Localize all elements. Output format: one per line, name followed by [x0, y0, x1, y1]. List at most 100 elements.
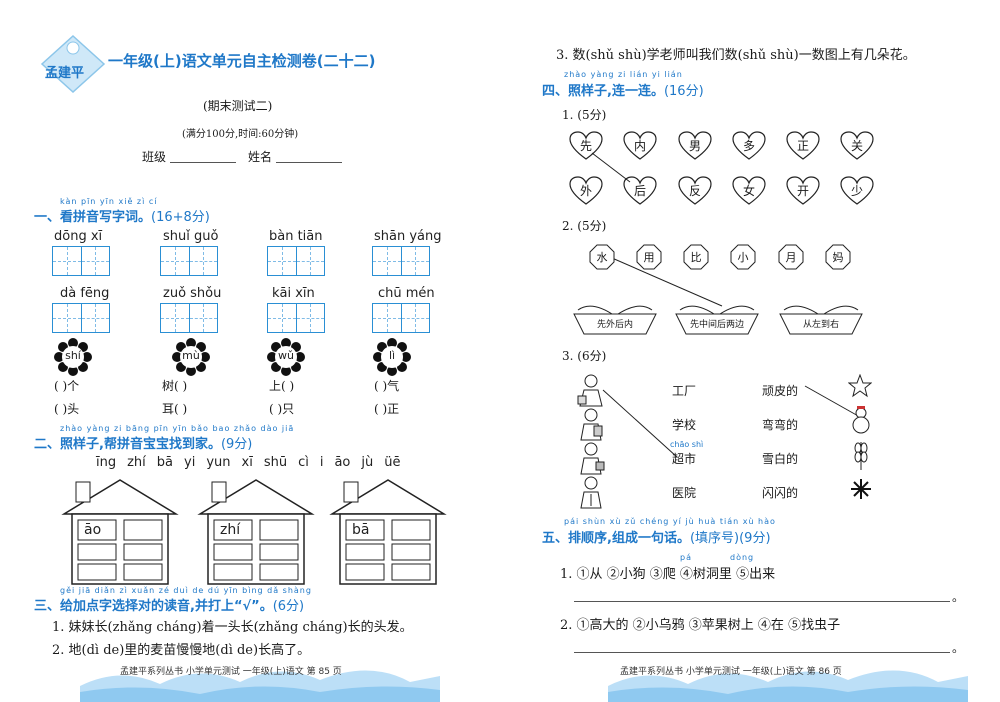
place-label[interactable]: 医院 [672, 486, 697, 500]
syllable[interactable]: xī [241, 455, 253, 470]
left-page: 孟建平 一年级(上)语文单元自主检测卷(二十二) (期末测试二) (满分100分… [34, 34, 450, 702]
house-label: bā [352, 522, 370, 538]
heart-card[interactable]: 先 [568, 131, 604, 161]
period-mark: 。 [952, 590, 965, 604]
wheat-icon [854, 442, 868, 470]
sec4-pinyin: zhào yàng zi lián yi lián [564, 70, 683, 79]
heart-card[interactable]: 正 [785, 131, 821, 161]
hexagon-char: 用 [643, 251, 655, 264]
heart-char: 女 [742, 184, 755, 198]
hexagon-char: 小 [737, 251, 749, 264]
writing-grid[interactable] [267, 246, 325, 276]
heart-char: 外 [579, 184, 592, 198]
boat-label: 先外后内 [596, 320, 633, 330]
place-label[interactable]: 学校 [672, 418, 697, 432]
fill-blank[interactable]: ( )气 [374, 379, 400, 393]
hexagon-card[interactable]: 水 [589, 244, 615, 270]
page-footer: 孟建平系列丛书 小学单元测试 一年级(上)语文 第 85 页 [120, 667, 342, 677]
heart-card[interactable]: 关 [839, 131, 875, 161]
boat-card[interactable]: 先外后内 [572, 298, 658, 338]
part-3-label: 3. (6分) [562, 349, 607, 363]
part-1-label: 1. (5分) [562, 108, 607, 122]
answer-line-1[interactable] [574, 601, 950, 602]
heart-card[interactable]: 多 [731, 131, 767, 161]
hexagon-char: 妈 [832, 251, 844, 264]
heart-card[interactable]: 男 [677, 131, 713, 161]
writing-grid[interactable] [372, 246, 430, 276]
heart-card[interactable]: 内 [622, 131, 658, 161]
hexagon-card[interactable]: 月 [778, 244, 804, 270]
hexagon-card[interactable]: 比 [683, 244, 709, 270]
name-field[interactable] [276, 162, 342, 163]
boat-label: 先中间后两边 [689, 320, 744, 330]
fill-blank[interactable]: ( )正 [374, 402, 400, 416]
writing-grid[interactable] [267, 303, 325, 333]
fill-blank[interactable]: 上( ) [269, 379, 295, 393]
hexagon-card[interactable]: 妈 [825, 244, 851, 270]
sec1-heading: 一、看拼音写字词。(16+8分) [34, 210, 210, 225]
heart-card[interactable]: 开 [785, 176, 821, 206]
fill-blank[interactable]: ( )只 [269, 402, 295, 416]
writing-grid[interactable] [52, 303, 110, 333]
fill-blank[interactable]: ( )头 [54, 402, 80, 416]
syllable[interactable]: āo [334, 455, 351, 470]
hexagon-card[interactable]: 用 [636, 244, 662, 270]
heart-char: 后 [633, 184, 646, 198]
syllable[interactable]: cì [298, 455, 309, 470]
syllable[interactable]: yi [184, 455, 196, 470]
place-label[interactable]: 工厂 [672, 384, 697, 398]
writing-grid[interactable] [372, 303, 430, 333]
sentence-2: 2. ①高大的 ②小乌鸦 ③苹果树上 ④在 ⑤找虫子 [560, 618, 841, 633]
exam-subtitle: (期末测试二) [203, 99, 273, 113]
heart-card[interactable]: 反 [677, 176, 713, 206]
syllable[interactable]: shū [263, 455, 288, 470]
answer-line-2[interactable] [574, 652, 950, 653]
syllable[interactable]: zhí [127, 455, 146, 470]
class-field[interactable] [170, 162, 236, 163]
heart-card[interactable]: 女 [731, 176, 767, 206]
hexagon-card[interactable]: 小 [730, 244, 756, 270]
sec1-pinyin: kàn pīn yīn xiě zì cí [60, 197, 158, 206]
house: bā [326, 476, 450, 586]
snowflake-icon [851, 479, 871, 499]
heart-card[interactable]: 后 [622, 176, 658, 206]
fill-blank[interactable]: 树( ) [162, 379, 188, 393]
page-footer: 孟建平系列丛书 小学单元测试 一年级(上)语文 第 86 页 [620, 667, 842, 677]
sec5-heading: 五、排顺序,组成一句话。(填序号)(9分) [542, 531, 771, 546]
heart-card[interactable]: 外 [568, 176, 604, 206]
boat-card[interactable]: 先中间后两边 [674, 298, 760, 338]
word-pinyin: bàn tiān [269, 229, 323, 244]
writing-grid[interactable] [160, 246, 218, 276]
sec2-heading: 二、照样子,帮拼音宝宝找到家。(9分) [34, 437, 253, 452]
sec2-pinyin: zhào yàng zi bāng pīn yīn bǎo bao zhǎo d… [60, 424, 295, 433]
snowman-icon [852, 406, 870, 434]
adjective-label[interactable]: 雪白的 [762, 452, 799, 466]
example-connector-line [591, 152, 861, 458]
writing-grid[interactable] [160, 303, 218, 333]
exam-meta: (满分100分,时间:60分钟) [182, 129, 299, 140]
place-label[interactable]: 超市 [672, 452, 697, 466]
fill-blank[interactable]: 耳( ) [162, 402, 188, 416]
syllable[interactable]: yun [206, 455, 231, 470]
syllable[interactable]: bā [156, 455, 174, 470]
heart-char: 关 [850, 139, 863, 153]
syllable[interactable]: īng [96, 455, 117, 470]
boat-card[interactable]: 从左到右 [778, 298, 864, 338]
word-pinyin: dà fēng [60, 286, 110, 301]
house-label: zhí [220, 522, 241, 538]
fill-blank[interactable]: ( )个 [54, 379, 80, 393]
writing-grid[interactable] [52, 246, 110, 276]
syllable[interactable]: üē [384, 455, 401, 470]
adjective-label[interactable]: 闪闪的 [762, 486, 799, 500]
flower-pinyin: shí [65, 349, 81, 362]
adjective-label[interactable]: 弯弯的 [762, 418, 799, 432]
hexagon-char: 水 [596, 251, 608, 264]
flower-icon: mù [172, 338, 210, 376]
syllable[interactable]: jù [361, 455, 374, 470]
heart-card[interactable]: 少 [839, 176, 875, 206]
syllable[interactable]: i [319, 455, 324, 470]
footer-landscape-icon [608, 670, 968, 702]
adjective-label[interactable]: 顽皮的 [762, 384, 799, 398]
flower-pinyin: lì [388, 349, 396, 362]
